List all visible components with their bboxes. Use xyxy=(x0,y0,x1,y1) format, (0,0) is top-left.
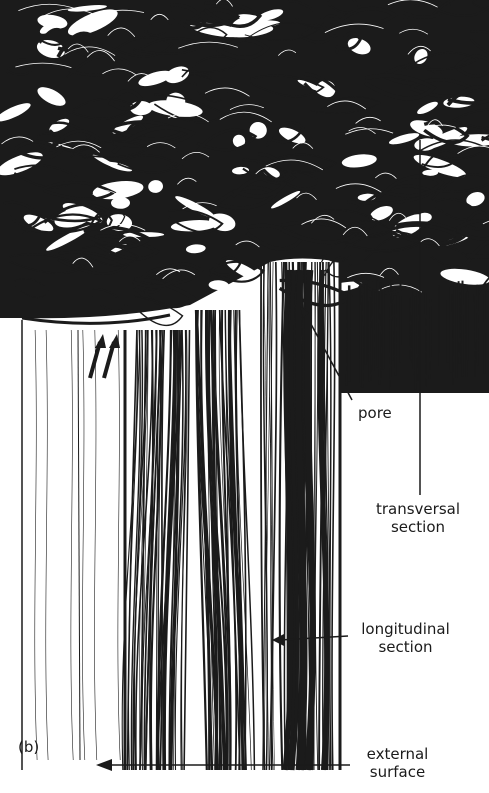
transversal-fibre xyxy=(395,295,396,375)
transversal-fibre xyxy=(459,281,460,364)
transversal-fibre xyxy=(426,292,427,388)
label-longitudinal-section: longitudinal section xyxy=(348,620,463,656)
label-transversal-section: transversal section xyxy=(368,500,468,536)
transversal-fibre xyxy=(381,282,382,378)
label-external-line2: surface xyxy=(350,763,445,781)
faint-fibre xyxy=(94,330,96,760)
double-arrow-icon xyxy=(90,334,120,378)
label-external-line1: external xyxy=(350,745,445,763)
transversal-fibre xyxy=(390,281,391,391)
label-pore: pore xyxy=(358,404,392,422)
transversal-fibre xyxy=(393,299,394,361)
faint-fibre xyxy=(71,330,73,760)
transversal-fibre xyxy=(452,295,453,361)
label-external-surface: external surface xyxy=(350,745,445,781)
transversal-fibre xyxy=(477,285,478,365)
transversal-fibre xyxy=(415,297,416,390)
faint-fibre xyxy=(46,330,48,760)
transversal-fibre xyxy=(362,295,363,388)
longitudinal-fibre xyxy=(332,262,335,770)
transversal-fibre xyxy=(373,290,374,371)
transversal-fibre xyxy=(430,299,431,380)
transversal-fibre xyxy=(418,291,419,381)
panel-label: (b) xyxy=(18,738,39,756)
label-longitudinal-line2: section xyxy=(348,638,463,656)
faint-fibre xyxy=(118,330,120,760)
mat-striation xyxy=(220,291,242,300)
faint-fibre xyxy=(35,330,37,760)
label-transversal-line2: section xyxy=(368,518,468,536)
transversal-fibre xyxy=(410,297,411,362)
label-transversal-line1: transversal xyxy=(368,500,468,518)
faint-fibre xyxy=(82,330,84,760)
transversal-fibre xyxy=(371,291,372,381)
label-longitudinal-line1: longitudinal xyxy=(348,620,463,638)
transversal-fibre xyxy=(347,300,348,386)
